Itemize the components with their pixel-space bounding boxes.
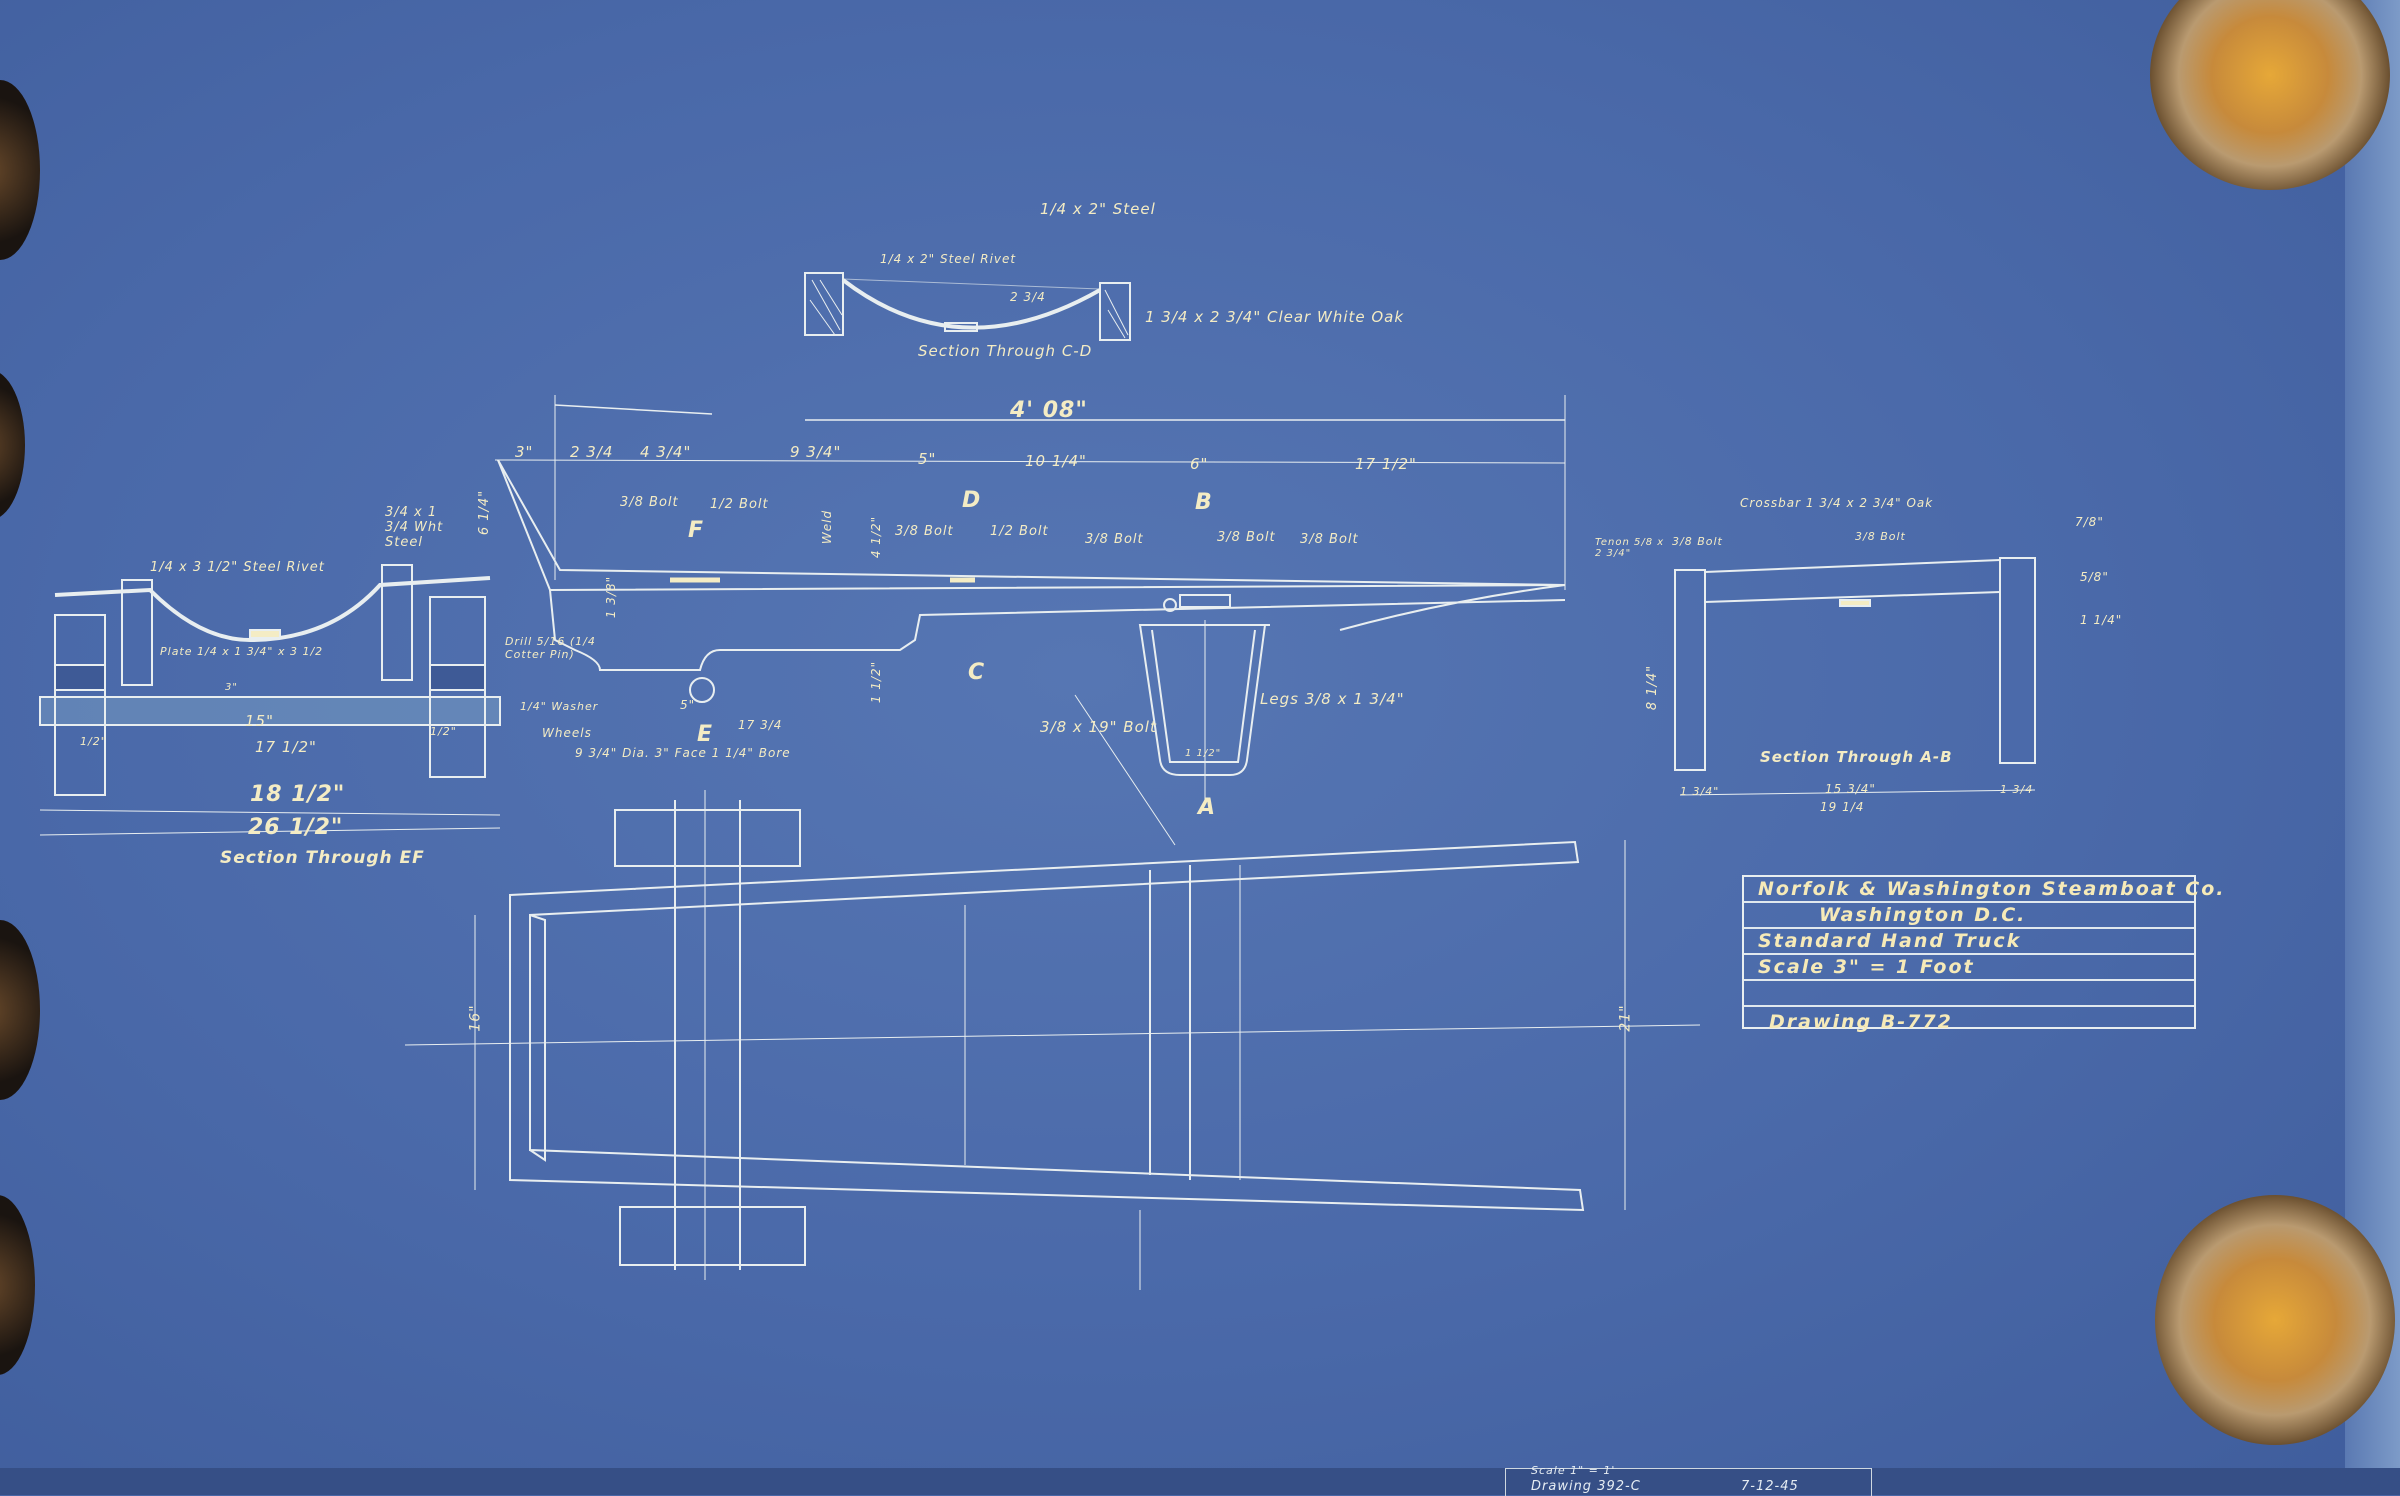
underlying-drawing: Drawing 392-C	[1531, 1479, 1641, 1494]
ef-rivet-note: 1/4 x 3 1/2" Steel Rivet	[150, 560, 325, 575]
section-cd-depth: 2 3/4	[1010, 290, 1046, 304]
section-ef-label: Section Through EF	[220, 848, 425, 868]
leg-width: 1 1/2"	[1185, 748, 1222, 759]
side-view-drawing	[494, 395, 1566, 846]
plan-view-drawing	[404, 790, 1701, 1290]
bolt-note-2: 1/2 Bolt	[710, 497, 769, 512]
title-scale: Scale 3" = 1 Foot	[1744, 955, 2194, 981]
section-ef-drawing	[39, 564, 501, 836]
ef-dim-17: 17 1/2"	[255, 738, 317, 756]
ab-dim-overall: 19 1/4	[1820, 800, 1865, 814]
plan-width-21: 21"	[1617, 1004, 1634, 1032]
ef-drill-note: Drill 5/16 (1/4 Cotter Pin)	[505, 635, 596, 661]
section-cd-rivet-note: 1/4 x 2" Steel Rivet	[880, 252, 1017, 266]
plan-width-16: 16"	[467, 1004, 484, 1032]
ab-dim-left: 1 3/4"	[1680, 785, 1720, 798]
ef-dim-18: 18 1/2"	[250, 782, 346, 807]
section-letter-a: A	[1198, 795, 1217, 820]
height-handle: 6 1/4"	[477, 489, 493, 536]
section-ab-label: Section Through A-B	[1760, 748, 1953, 766]
height-2: 1 3/8"	[604, 575, 619, 619]
bolt-19-note: 3/8 x 19" Bolt	[1040, 718, 1157, 736]
wheel-base-dim: 5"	[680, 698, 696, 712]
ab-dim-right-2: 5/8"	[2080, 570, 2109, 584]
underlying-date: 7-12-45	[1741, 1479, 1799, 1494]
ab-bolt-center: 3/8 Bolt	[1855, 530, 1906, 543]
ef-plate-note: Plate 1/4 x 1 3/4" x 3 1/2	[160, 645, 324, 658]
length-17: 17 3/4	[738, 718, 783, 732]
ef-dim-half-right: 1/2"	[430, 725, 457, 738]
ef-dim-half-left: 1/2"	[80, 735, 107, 748]
ef-dim-26: 26 1/2"	[248, 815, 344, 840]
paperweight-bottom-right	[2155, 1195, 2395, 1445]
underlying-title-block: Scale 1" = 1' Drawing 392-C 7-12-45	[1505, 1464, 1872, 1496]
ab-bolt-left: 3/8 Bolt	[1672, 535, 1723, 548]
section-cd-steel-note: 1/4 x 2" Steel	[1040, 200, 1156, 218]
height-4: 1 1/2"	[869, 660, 884, 704]
ab-dim-right-3: 1 1/4"	[2080, 613, 2123, 627]
dim-7: 6"	[1190, 455, 1209, 473]
section-cd-oak-note: 1 3/4 x 2 3/4" Clear White Oak	[1145, 308, 1405, 326]
section-cd-label: Section Through C-D	[918, 342, 1093, 360]
underlying-sheet	[0, 1468, 2400, 1495]
dim-5: 5"	[918, 450, 937, 468]
dim-3: 4 3/4"	[640, 443, 692, 461]
section-letter-f: F	[688, 518, 705, 543]
ab-dim-inner: 15 3/4"	[1825, 782, 1876, 796]
dim-8: 17 1/2"	[1355, 455, 1417, 473]
section-ab-drawing	[1674, 557, 2036, 796]
dim-2: 2 3/4	[570, 443, 614, 461]
dim-6: 10 1/4"	[1025, 452, 1087, 470]
title-block: Norfolk & Washington Steamboat Co. Washi…	[1742, 875, 2224, 1033]
section-letter-b: B	[1195, 490, 1213, 515]
section-cd-drawing	[804, 272, 1131, 341]
section-letter-e: E	[697, 722, 714, 747]
bolt-note-7: 3/8 Bolt	[1300, 532, 1359, 547]
bolt-note-3: 3/8 Bolt	[895, 524, 954, 539]
ef-dim-3: 3"	[225, 682, 238, 693]
section-letter-c: C	[968, 660, 986, 685]
ab-height: 8 1/4"	[1645, 664, 1661, 711]
title-company: Norfolk & Washington Steamboat Co.	[1744, 877, 2224, 903]
ab-crossbar-note: Crossbar 1 3/4 x 2 3/4" Oak	[1740, 496, 1934, 510]
bolt-note-1: 3/8 Bolt	[620, 495, 679, 510]
bolt-note-6: 3/8 Bolt	[1217, 530, 1276, 545]
ab-dim-right-1: 7/8"	[2075, 515, 2104, 529]
ef-dim-15: 15"	[245, 712, 274, 730]
overall-length: 4' 08"	[1010, 398, 1088, 423]
underlying-scale: Scale 1" = 1'	[1531, 1464, 1616, 1477]
dim-1: 3"	[515, 443, 534, 461]
ab-tenon-note: Tenon 5/8 x 2 3/4"	[1595, 537, 1665, 559]
ef-washer-note: 1/4" Washer	[520, 700, 599, 713]
title-blank	[1744, 981, 2194, 1007]
section-letter-d: D	[962, 488, 982, 513]
bolt-note-4: 1/2 Bolt	[990, 524, 1049, 539]
ef-wheel-spec: 9 3/4" Dia. 3" Face 1 1/4" Bore	[575, 746, 791, 760]
height-3: 4 1/2"	[869, 515, 884, 559]
title-city: Washington D.C.	[1744, 903, 2194, 929]
ab-dim-right: 1 3/4	[2000, 783, 2034, 796]
ef-wheels-label: Wheels	[542, 726, 592, 740]
weld-note: Weld	[820, 509, 835, 545]
title-drawing-number: Drawing B-772	[1769, 1011, 1953, 1033]
paperweight-top-right	[2150, 0, 2390, 190]
dim-4: 9 3/4"	[790, 443, 842, 461]
title-drawing-title: Standard Hand Truck	[1744, 929, 2194, 955]
bolt-note-5: 3/8 Bolt	[1085, 532, 1144, 547]
ef-wht-steel-note: 3/4 x 1 3/4 Wht Steel	[385, 505, 444, 550]
legs-note: Legs 3/8 x 1 3/4"	[1260, 690, 1405, 708]
